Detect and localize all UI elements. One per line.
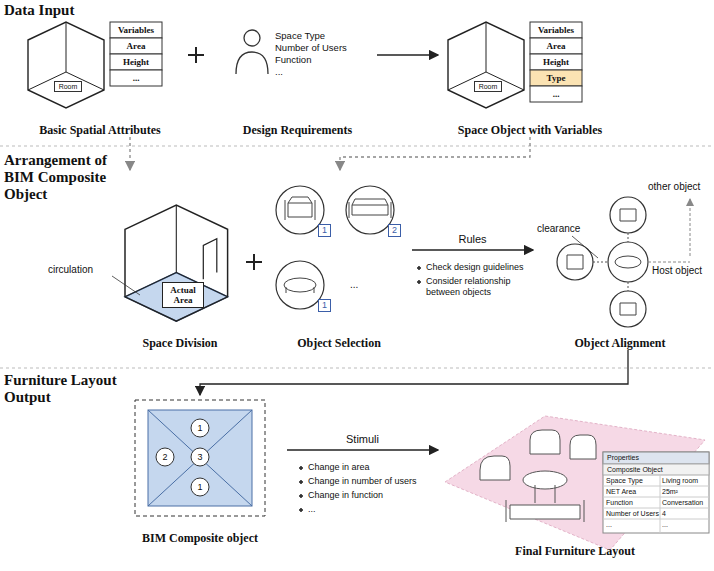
edge-label: Stimuli	[344, 433, 381, 446]
area-tag: Actual Area	[162, 282, 204, 308]
table-cell: Variables	[110, 22, 162, 38]
stage-caption: Space Object with Variables	[438, 123, 622, 137]
stage-caption: Final Furniture Layout	[438, 544, 712, 558]
table-cell: Area	[110, 38, 162, 54]
bullet-note: Change in function	[298, 490, 448, 501]
annotation: other object	[648, 181, 700, 193]
callout-number: 1	[191, 481, 209, 493]
property-name: NET Area	[606, 486, 660, 497]
annotation: clearance	[537, 223, 580, 235]
bullet-note: Change in area	[298, 462, 448, 473]
room-tag: Room	[474, 81, 502, 92]
flow-arrow	[340, 137, 530, 170]
bullet-note: Consider relationship between objects	[416, 276, 546, 298]
stage-caption: BIM Composite object	[113, 531, 287, 545]
panel-title: Properties	[604, 453, 711, 463]
ellipsis: ...	[350, 279, 358, 291]
requirement-item: Number of Users	[275, 42, 370, 54]
stage-region: Space Division	[108, 170, 252, 350]
stage-region: Final Furniture Layout	[438, 395, 712, 558]
section-heading: Furniture Layout Output	[4, 372, 134, 406]
property-value: 25m²	[662, 486, 708, 497]
flow-arrow	[412, 249, 533, 250]
callout-number: 1	[191, 422, 209, 434]
stage-region: Basic Spatial Attributes	[18, 15, 182, 137]
stage-region: Object Alignment	[533, 170, 707, 350]
callout-number: 1	[318, 299, 331, 312]
callout-number: 1	[318, 224, 331, 237]
callout-number: 3	[191, 451, 209, 463]
section-heading: Arrangement of BIM Composite Object	[4, 152, 124, 203]
table-cell: ...	[110, 70, 162, 86]
property-value: Conversation	[662, 497, 708, 508]
property-value: 4	[662, 508, 708, 519]
flow-arrow	[377, 54, 438, 55]
stage-region: BIM Composite object	[113, 395, 287, 545]
callout-number: 2	[388, 224, 401, 237]
flow-arrow	[287, 449, 438, 450]
requirement-item: Function	[275, 54, 370, 66]
stage-caption: Object Selection	[266, 336, 412, 350]
stage-region: Space Object with Variables	[438, 15, 622, 137]
table-cell: Height	[110, 54, 162, 70]
table-cell: Type	[530, 70, 582, 86]
annotation: circulation	[48, 264, 93, 276]
table-cell: ...	[530, 86, 582, 102]
annotation: Host object	[652, 265, 702, 277]
stage-region: Object Selection	[266, 170, 412, 350]
requirement-item: Space Type	[275, 30, 370, 42]
table-cell: Height	[530, 54, 582, 70]
table-cell: Variables	[530, 22, 582, 38]
property-name: Function	[606, 497, 660, 508]
bullet-note: ...	[298, 504, 448, 515]
property-name: Space Type	[606, 475, 660, 486]
flow-arrow	[129, 137, 130, 170]
stage-caption: Design Requirements	[218, 123, 377, 137]
bullet-note: Change in number of users	[298, 476, 448, 487]
callout-number: 2	[156, 451, 174, 463]
room-tag: Room	[54, 81, 82, 92]
flow-arrow	[200, 350, 628, 395]
requirement-item: ...	[275, 66, 370, 78]
edge-label: Rules	[456, 233, 488, 246]
property-name: ...	[606, 519, 660, 530]
table-cell: Area	[530, 38, 582, 54]
stage-caption: Basic Spatial Attributes	[18, 123, 182, 137]
stage-caption: Space Division	[108, 336, 252, 350]
stage-caption: Object Alignment	[533, 336, 707, 350]
property-name: Number of Users	[606, 508, 660, 519]
property-value: Living room	[662, 475, 708, 486]
bullet-note: Check design guidelines	[416, 262, 546, 273]
section-heading: Data Input	[4, 2, 74, 19]
property-value: ...	[662, 519, 708, 530]
panel-subtitle: Composite Object	[604, 465, 711, 475]
